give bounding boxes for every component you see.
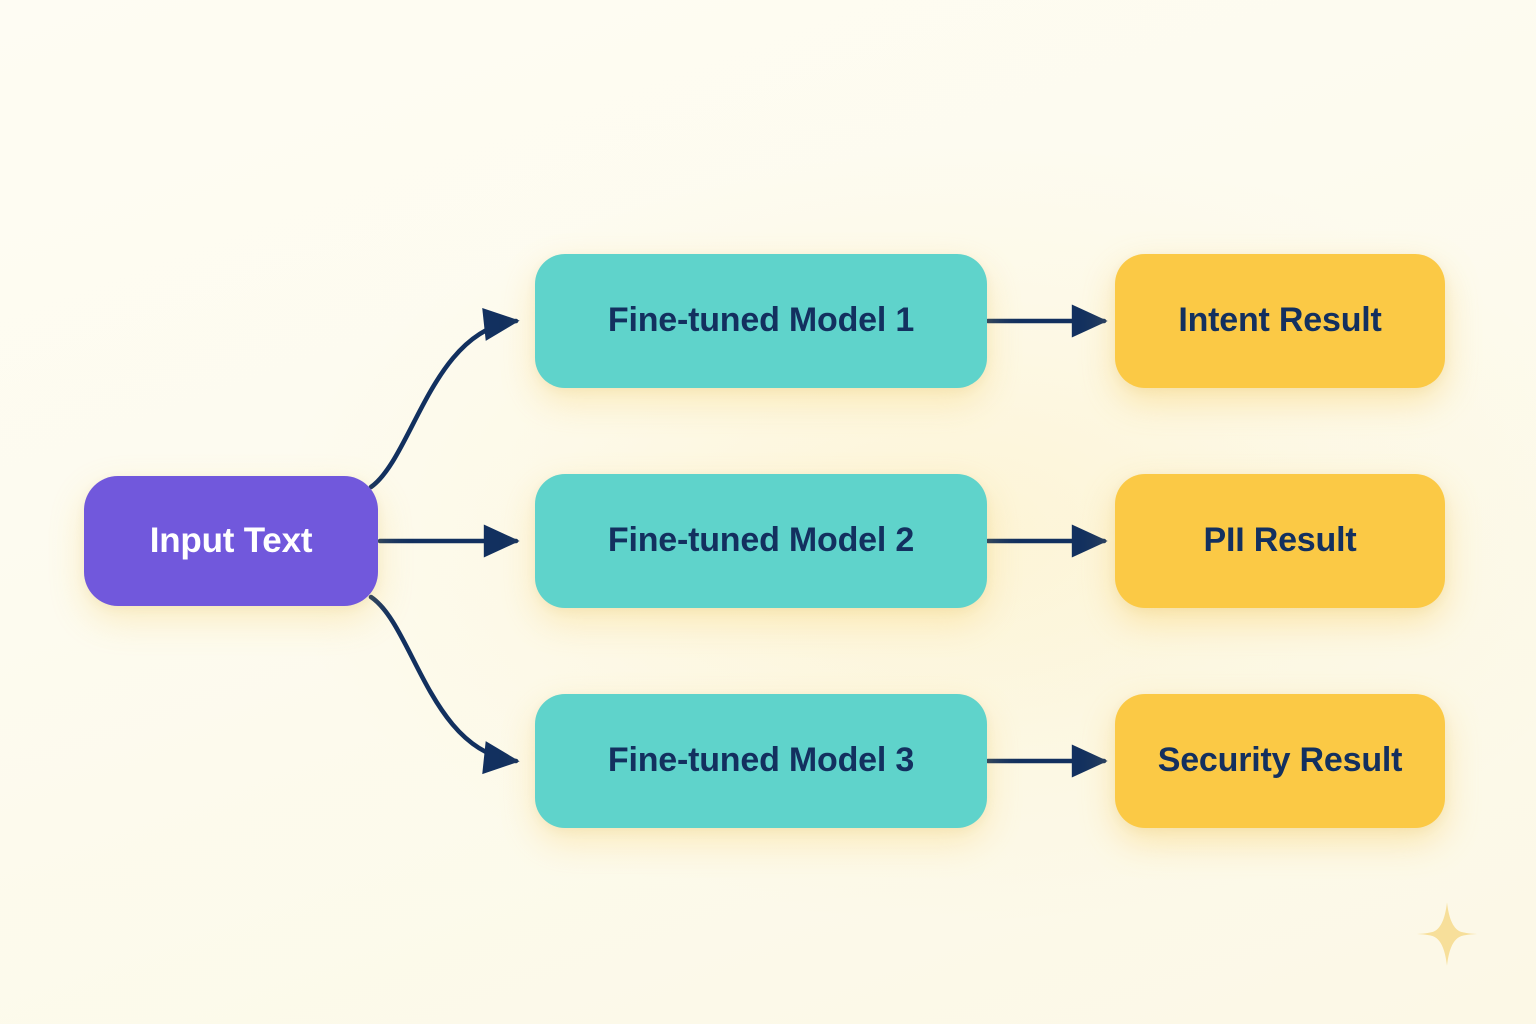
- node-fine-tuned-model-3[interactable]: Fine-tuned Model 3: [535, 694, 987, 828]
- node-pii-result[interactable]: PII Result: [1115, 474, 1445, 608]
- sparkle-icon: [1415, 902, 1479, 966]
- node-security-result[interactable]: Security Result: [1115, 694, 1445, 828]
- edge-input-to-model-1: [368, 308, 520, 490]
- node-input-text[interactable]: Input Text: [84, 476, 378, 606]
- edge-input-to-model-3: [368, 594, 520, 775]
- node-intent-result[interactable]: Intent Result: [1115, 254, 1445, 388]
- node-fine-tuned-model-2[interactable]: Fine-tuned Model 2: [535, 474, 987, 608]
- node-fine-tuned-model-1[interactable]: Fine-tuned Model 1: [535, 254, 987, 388]
